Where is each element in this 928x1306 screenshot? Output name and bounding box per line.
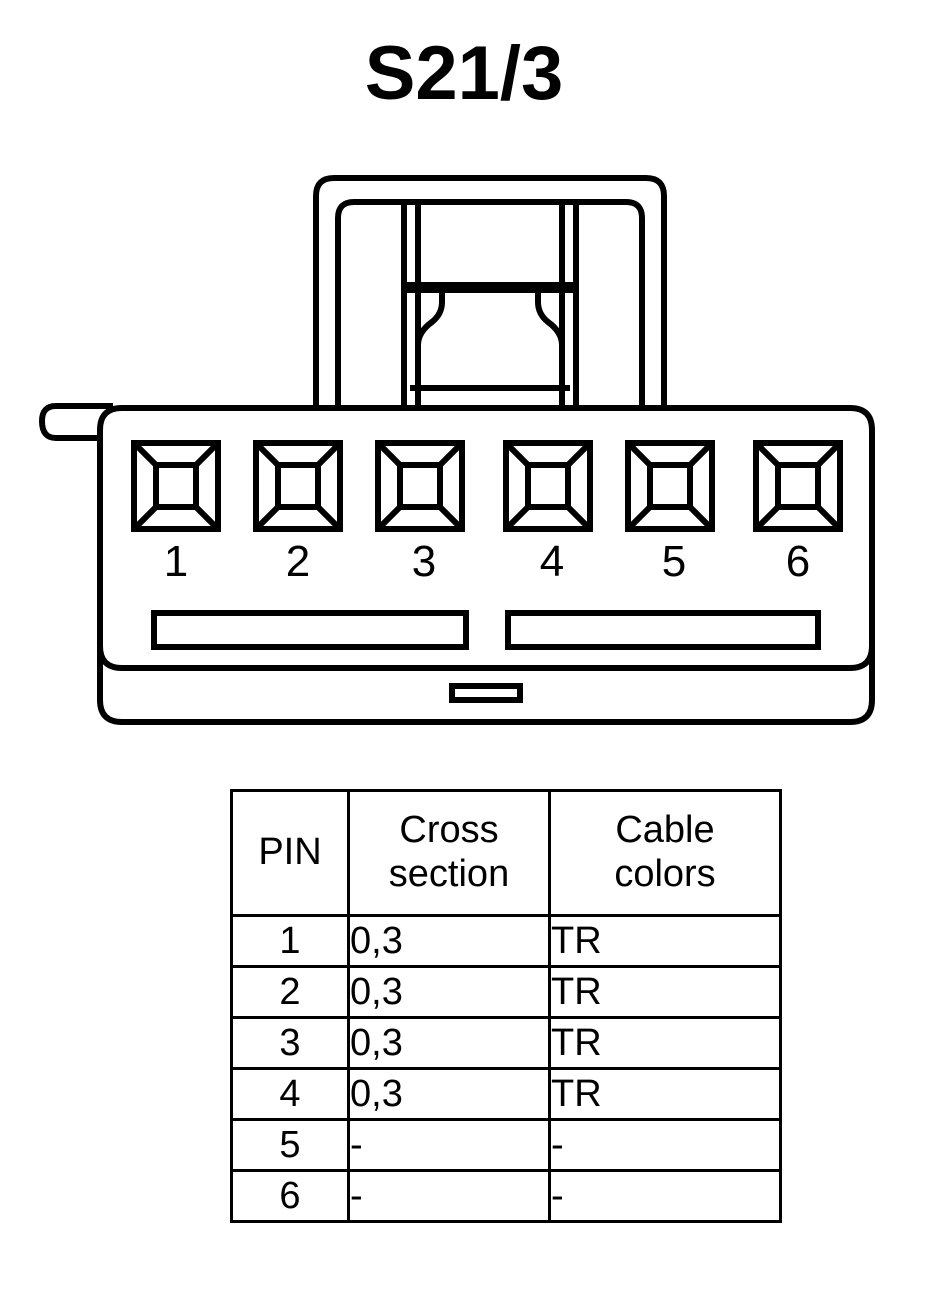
header-pin: PIN [230,789,350,917]
latch-step-outline [415,290,445,406]
pin-cavity-outer-1 [131,440,221,532]
header-cross-line2: section [388,853,510,895]
connector-body [97,405,875,671]
cavity-label-1: 1 [164,537,188,586]
cavity-label-6: 6 [786,537,810,586]
header-colors-line2: colors [614,853,716,895]
pin-cavity-diagonals-5 [625,440,715,532]
header-cable-colors: Cable colors [548,789,782,917]
pin-cavity-diagonals-4 [503,440,593,532]
lower-slot-left [151,610,469,650]
table-row: 2 0,3 TR [230,965,782,1019]
pin-cavity-inner-6 [775,462,821,510]
table-row: 5 - - [230,1118,782,1172]
table-row: 3 0,3 TR [230,1016,782,1070]
skirt-slot [449,683,523,703]
cell-pin: 1 [230,914,350,968]
pin-cavity-1 [131,440,221,532]
pin-cavity-outer-4 [503,440,593,532]
pin-cavity-6 [753,440,843,532]
pin-cavity-diagonals-1 [131,440,221,532]
table-row: 6 - - [230,1169,782,1223]
cavity-label-2: 2 [286,537,310,586]
cell-pin: 3 [230,1016,350,1070]
cell-pin: 4 [230,1067,350,1121]
pin-cavity-inner-4 [525,462,571,510]
pin-cavity-outer-2 [253,440,343,532]
cavity-label-5: 5 [662,537,686,586]
pin-cavity-5 [625,440,715,532]
pin-cavity-3 [375,440,465,532]
pin-cavity-outer-3 [375,440,465,532]
header-cross-line1: Cross [399,809,499,852]
latch-inner-tab [401,202,579,412]
pin-cavity-outer-6 [753,440,843,532]
latch-step-outline-right [535,290,565,406]
cell-cable-colors: TR [548,1016,782,1070]
cell-cross-section: - [347,1118,551,1172]
cell-cable-colors: TR [548,965,782,1019]
lower-slot-right [505,610,821,650]
cell-pin: 6 [230,1169,350,1223]
pin-cavity-inner-5 [647,462,693,510]
pin-cavity-diagonals-3 [375,440,465,532]
table-header-row: PIN Cross section Cable colors [230,789,782,917]
pin-table-container: PIN Cross section Cable colors 1 0,3 TR … [230,789,782,1223]
header-colors-line1: Cable [615,809,715,852]
page-title: S21/3 [364,31,564,116]
header-pin-label: PIN [258,831,322,874]
cavity-label-3: 3 [412,537,436,586]
side-flange [38,403,113,441]
cell-cable-colors: TR [548,914,782,968]
cell-cable-colors: - [548,1118,782,1172]
cell-cross-section: 0,3 [347,914,551,968]
pin-cavity-outer-5 [625,440,715,532]
cell-pin: 2 [230,965,350,1019]
latch-inner-outline [335,199,645,412]
cell-cross-section: 0,3 [347,965,551,1019]
header-cross-section: Cross section [347,789,551,917]
cell-cross-section: 0,3 [347,1016,551,1070]
pin-cavity-4 [503,440,593,532]
cell-cross-section: - [347,1169,551,1223]
pin-cavity-inner-3 [397,462,443,510]
latch-outer-outline [313,175,667,412]
pin-cavity-inner-1 [153,462,199,510]
pin-cavity-inner-2 [275,462,321,510]
pin-cavity-diagonals-6 [753,440,843,532]
connector-diagram: 1 2 3 4 5 6 [38,175,875,725]
cell-pin: 5 [230,1118,350,1172]
cell-cable-colors: - [548,1169,782,1223]
pin-cavity-diagonals-2 [253,440,343,532]
cell-cross-section: 0,3 [347,1067,551,1121]
table-row: 1 0,3 TR [230,914,782,968]
cell-cable-colors: TR [548,1067,782,1121]
cavity-label-4: 4 [540,537,564,586]
latch-tab [313,175,667,412]
pin-table: PIN Cross section Cable colors 1 0,3 TR … [230,789,782,1223]
pin-cavity-2 [253,440,343,532]
table-row: 4 0,3 TR [230,1067,782,1121]
